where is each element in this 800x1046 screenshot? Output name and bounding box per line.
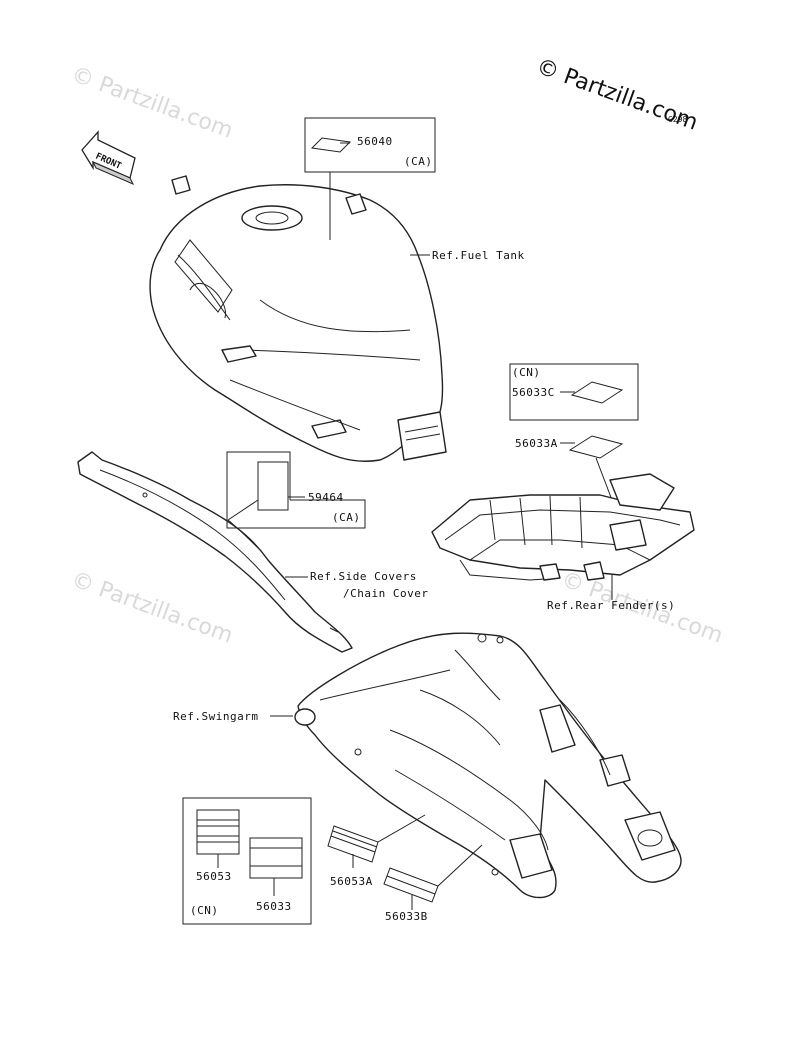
label-ref-fuel-tank: Ref.Fuel Tank — [432, 249, 525, 262]
decal-56053a — [327, 814, 426, 868]
label-56033b: 56033B — [385, 910, 428, 923]
callout-56053-56033: 56053 56033 (CN) — [182, 797, 312, 925]
callout-56033c: (CN) 56033C — [509, 363, 639, 421]
label-59464: 59464 — [308, 491, 344, 504]
label-ca-1: (CA) — [404, 155, 433, 168]
label-56053: 56053 — [196, 870, 232, 883]
label-ref-rear-fender: Ref.Rear Fender(s) — [547, 599, 675, 612]
callout-59464: 59464 (CA) — [226, 451, 366, 529]
side-cover-drawing — [77, 451, 353, 653]
watermark-mid-left: © Partzilla.com — [68, 567, 236, 649]
label-ca-2: (CA) — [332, 511, 361, 524]
callout-56040: 56040 (CA) — [304, 117, 436, 240]
label-cn-2: (CN) — [190, 904, 219, 917]
rear-fender-drawing — [431, 473, 695, 581]
decal-56033a — [568, 435, 624, 459]
swingarm-drawing — [294, 632, 682, 899]
label-ref-swingarm: Ref.Swingarm — [173, 710, 258, 723]
decal-56033b — [383, 844, 483, 910]
label-chain-cover: /Chain Cover — [343, 587, 428, 600]
label-ref-side-covers: Ref.Side Covers — [310, 570, 417, 583]
label-56033c: 56033C — [512, 386, 555, 399]
label-56033: 56033 — [256, 900, 292, 913]
label-56033a: 56033A — [515, 437, 558, 450]
front-arrow-icon: FRONT — [81, 130, 136, 186]
watermark-top-left: © Partzilla.com — [68, 62, 236, 144]
figure-code: G298 — [668, 115, 687, 124]
label-cn-1: (CN) — [512, 366, 541, 379]
label-56040: 56040 — [357, 135, 393, 148]
fuel-tank-drawing — [149, 175, 447, 462]
label-56053a: 56053A — [330, 875, 373, 888]
